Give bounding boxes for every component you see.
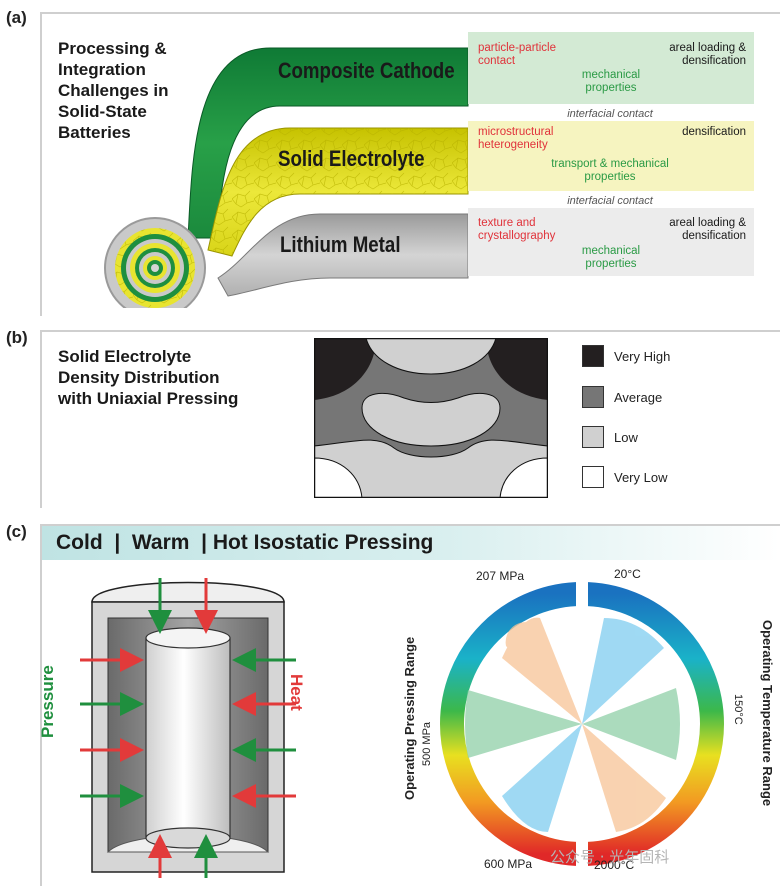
layer-ribbons-diagram (104, 47, 469, 308)
panel-c-frame (40, 524, 780, 886)
interface-label-2: interfacial contact (567, 195, 653, 207)
legend-label-very-low: Very Low (614, 470, 668, 485)
petal-orange-top-wide (502, 617, 582, 724)
legend-label-average: Average (614, 390, 663, 405)
panel-b-title-line: with Uniaxial Pressing (58, 389, 239, 408)
gauge-mid-right-label: 150°C (732, 694, 744, 725)
panel-b-frame (40, 330, 780, 508)
lithium-note-black: areal loading & densification (669, 217, 746, 243)
layer-name-cathode: Composite Cathode (278, 58, 455, 83)
note-line: densification (682, 55, 746, 67)
lithium-note-red: texture and crystallography (478, 217, 555, 243)
note-line: mechanical (581, 245, 641, 257)
density-distribution-map (314, 338, 548, 498)
electrolyte-note-red: microstructural heterogeneity (478, 126, 553, 152)
isostatic-press-vessel (80, 578, 296, 878)
lithium-note-green: mechanical properties (576, 245, 646, 271)
cathode-ribbon (187, 47, 469, 239)
electrolyte-note-black: densification (682, 126, 746, 139)
panel-a-title-line: Batteries (58, 123, 131, 142)
petal-orange-bottom (582, 724, 666, 832)
legend-label-very-high: Very High (614, 349, 671, 364)
panel-a-title: Processing & Integration Challenges in S… (58, 38, 208, 143)
note-line: properties (585, 258, 637, 270)
gauge-bottom-left-label: 600 MPa (484, 857, 533, 871)
pressure-label: Pressure (38, 665, 57, 738)
gauge-left-axis-title: Operating Pressing Range (402, 636, 417, 800)
petal-green-right (582, 688, 680, 760)
electrolyte-note-green: transport & mechanical properties (540, 158, 680, 184)
legend-swatch-very-low (582, 466, 604, 488)
panel-a-label: (a) (6, 8, 27, 27)
heat-label: Heat (287, 674, 306, 711)
gauge-top-left-label: 207 MPa (476, 569, 525, 583)
gauge-top-right-label: 20°C (614, 567, 641, 581)
panel-c-header-bar (42, 526, 780, 560)
layer-name-lithium: Lithium Metal (280, 232, 401, 257)
watermark-text: 公众号 · 光年固科 (550, 848, 670, 866)
note-line: properties (584, 171, 636, 183)
gauge-mid-left-label: 500 MPa (421, 721, 433, 766)
coil-cell (104, 217, 206, 308)
legend-swatch-very-high (582, 345, 604, 367)
cathode-note-black: areal loading & densification (669, 42, 746, 68)
note-line: heterogeneity (478, 139, 548, 151)
panel-a-title-line: Processing & (58, 39, 167, 58)
panel-a-title-line: Integration (58, 60, 146, 79)
panel-b-title-line: Solid Electrolyte (58, 347, 192, 366)
gauge-bottom-right-label: 2000°C (594, 858, 635, 872)
note-line: texture and (478, 217, 536, 229)
panel-c-title: Cold | Warm | Hot Isostatic Pressing (56, 531, 434, 554)
petal-blue-bottom (502, 724, 582, 832)
cathode-note-green: mechanical properties (576, 69, 646, 95)
note-line: contact (478, 55, 516, 67)
panel-a-title-line: Solid-State (58, 102, 147, 121)
note-line: areal loading & (669, 42, 746, 54)
note-line: particle-particle (478, 42, 556, 54)
operating-range-gauge (440, 582, 724, 866)
cathode-note-red: particle-particle contact (478, 42, 556, 68)
panel-a-frame (40, 12, 780, 316)
note-line: densification (682, 126, 746, 138)
note-line: microstructural (478, 126, 554, 138)
interface-label-1: interfacial contact (567, 108, 653, 120)
panel-b-label: (b) (6, 328, 28, 347)
note-line: densification (682, 230, 746, 242)
note-line: mechanical (581, 69, 641, 81)
note-line: transport & mechanical (551, 158, 669, 170)
note-line: areal loading & (669, 217, 746, 229)
gauge-right-axis-title: Operating Temperature Range (760, 620, 775, 807)
panel-b-title-line: Density Distribution (58, 368, 220, 387)
note-line: properties (585, 82, 637, 94)
legend-swatch-average (582, 386, 604, 408)
note-line: crystallography (478, 230, 556, 242)
panel-b-title: Solid Electrolyte Density Distribution w… (58, 346, 298, 409)
legend-swatch-low (582, 426, 604, 448)
panel-c-label: (c) (6, 522, 27, 541)
petal-blue-top (582, 618, 664, 724)
cathode-notes-box: particle-particle contact areal loading … (468, 32, 754, 104)
electrolyte-notes-box: microstructural heterogeneity densificat… (468, 121, 754, 191)
petal-green-left (465, 690, 582, 758)
layer-name-electrolyte: Solid Electrolyte (278, 146, 425, 171)
legend-label-low: Low (614, 430, 638, 445)
panel-a-title-line: Challenges in (58, 81, 169, 100)
lithium-notes-box: texture and crystallography areal loadin… (468, 208, 754, 276)
